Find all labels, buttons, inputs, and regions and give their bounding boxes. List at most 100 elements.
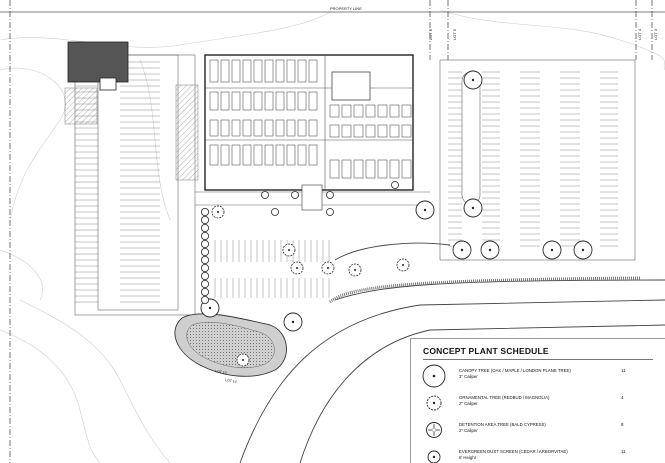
building-room bbox=[286, 91, 296, 111]
building-room bbox=[242, 91, 252, 111]
schedule-item-size: 2" Caliper bbox=[459, 428, 478, 433]
outbuilding-entry bbox=[99, 77, 117, 91]
building-room bbox=[341, 159, 352, 179]
evergreen-shrub bbox=[200, 239, 209, 248]
canopy-tree-icon bbox=[422, 364, 446, 388]
schedule-item-name: EVERGREEN DUST SCREEN (CEDAR / ARBORVITA… bbox=[459, 449, 568, 454]
building-room bbox=[286, 59, 296, 83]
evergreen-shrub bbox=[261, 191, 269, 199]
lot-label-f: LOT 14 bbox=[225, 378, 237, 384]
building-room bbox=[365, 124, 376, 138]
schedule-item-qty: 11 bbox=[621, 368, 626, 373]
building-room bbox=[209, 91, 219, 111]
building-room bbox=[401, 159, 412, 179]
building-room bbox=[353, 104, 364, 118]
building-room bbox=[377, 104, 388, 118]
evergreen-shrub bbox=[200, 215, 209, 224]
building-room bbox=[253, 144, 263, 166]
evergreen-shrub bbox=[200, 287, 209, 296]
building-room bbox=[377, 124, 388, 138]
building-room bbox=[297, 144, 307, 166]
schedule-item-name: CANOPY TREE (OAK / MAPLE / LONDON PLANE … bbox=[459, 368, 571, 373]
building-room bbox=[401, 104, 412, 118]
building-room bbox=[253, 59, 263, 83]
tree-trunk bbox=[288, 249, 290, 251]
building-room bbox=[275, 144, 285, 166]
schedule-row: ORNAMENTAL TREE (REDBUD / MAGNOLIA) 2" C… bbox=[411, 390, 665, 412]
building-room bbox=[231, 59, 241, 83]
building-room bbox=[264, 144, 274, 166]
schedule-row: DETENTION AREA TREE (BALD CYPRESS) 2" Ca… bbox=[411, 417, 665, 439]
lot-label-b: LOT 5 bbox=[452, 28, 457, 40]
building-room bbox=[275, 59, 285, 83]
schedule-item-qty: 11 bbox=[621, 449, 626, 454]
lot-label-a: LOT 6 bbox=[428, 28, 433, 40]
building-room bbox=[353, 159, 364, 179]
building-room bbox=[308, 59, 318, 83]
schedule-item-size: 6' Height bbox=[459, 455, 476, 460]
building-room bbox=[297, 91, 307, 111]
tree-trunk bbox=[217, 211, 219, 213]
building-room bbox=[220, 59, 230, 83]
building-room bbox=[209, 119, 219, 137]
evergreen-shrub bbox=[200, 231, 209, 240]
evergreen-shrub bbox=[391, 181, 399, 189]
tree-trunk bbox=[460, 248, 464, 252]
evergreen-shrub bbox=[200, 295, 209, 304]
building-room bbox=[297, 119, 307, 137]
east-parking-stalls bbox=[448, 71, 618, 247]
tree-trunk bbox=[423, 208, 427, 212]
building-room bbox=[231, 91, 241, 111]
schedule-title: CONCEPT PLANT SCHEDULE bbox=[423, 346, 549, 356]
evergreen-shrub bbox=[291, 191, 299, 199]
building-room bbox=[365, 159, 376, 179]
building-room bbox=[209, 59, 219, 83]
building-room bbox=[242, 119, 252, 137]
evergreen-shrub bbox=[326, 191, 334, 199]
detention-tree-icon bbox=[426, 422, 442, 438]
building-room bbox=[401, 124, 412, 138]
lot-label-d: LOT 3 bbox=[653, 28, 658, 40]
west-parking bbox=[74, 54, 196, 316]
building-room bbox=[308, 91, 318, 111]
building-room bbox=[220, 91, 230, 111]
lot-label-c: LOT 4 bbox=[637, 28, 642, 40]
building-room bbox=[286, 119, 296, 137]
building-room bbox=[308, 119, 318, 137]
schedule-divider bbox=[423, 359, 653, 360]
evergreen-shrub bbox=[200, 271, 209, 280]
south-parking-stalls bbox=[214, 240, 330, 298]
west-hatched-area bbox=[64, 87, 98, 125]
building-room bbox=[297, 59, 307, 83]
building-room bbox=[220, 144, 230, 166]
access-road bbox=[239, 242, 665, 463]
schedule-item-qty: 8 bbox=[621, 422, 624, 427]
evergreen-shrub bbox=[200, 263, 209, 272]
evergreen-shrub bbox=[326, 208, 334, 216]
building-room bbox=[389, 104, 400, 118]
building-room bbox=[286, 144, 296, 166]
building-room bbox=[231, 119, 241, 137]
tree-trunk bbox=[581, 248, 585, 252]
building-room bbox=[308, 144, 318, 166]
building-room bbox=[341, 104, 352, 118]
building-room bbox=[365, 104, 376, 118]
building-room bbox=[242, 144, 252, 166]
ornamental-tree-icon bbox=[426, 395, 442, 411]
building-courtyard bbox=[331, 71, 371, 101]
plant-schedule: CONCEPT PLANT SCHEDULE CANOPY TREE (OAK … bbox=[410, 338, 665, 463]
tree-trunk bbox=[208, 306, 212, 310]
tree-trunk bbox=[471, 206, 475, 210]
tree-trunk bbox=[291, 320, 295, 324]
building-room bbox=[231, 144, 241, 166]
building-room bbox=[389, 124, 400, 138]
tree-trunk bbox=[471, 78, 475, 82]
building-room bbox=[264, 119, 274, 137]
schedule-row: EVERGREEN DUST SCREEN (CEDAR / ARBORVITA… bbox=[411, 444, 665, 463]
detention-pond-inner bbox=[186, 322, 275, 369]
building-room bbox=[329, 104, 340, 118]
outbuilding bbox=[67, 41, 129, 83]
building-room bbox=[253, 119, 263, 137]
plan-trees bbox=[200, 70, 593, 367]
